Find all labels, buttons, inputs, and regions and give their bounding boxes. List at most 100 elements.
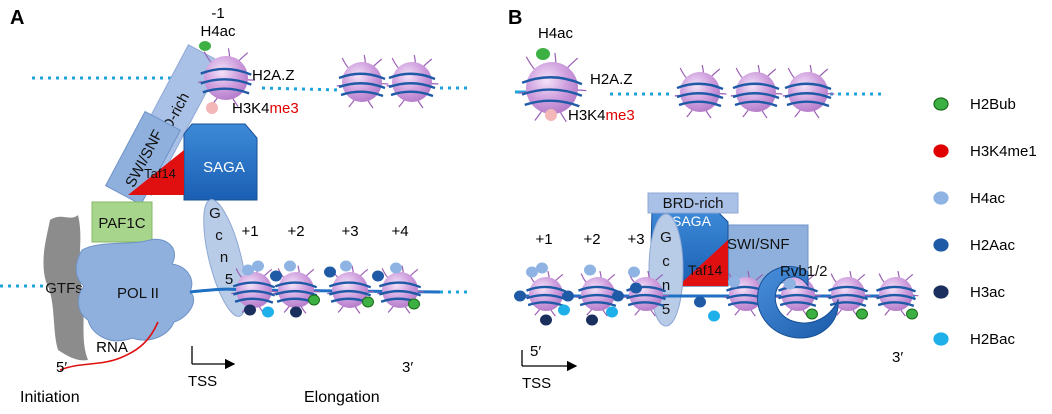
h3k4me3-mark-a xyxy=(206,102,218,114)
nucleosome-downstream-a-2 xyxy=(386,54,439,109)
elongation-label: Elongation xyxy=(304,389,380,406)
saga-label-a: SAGA xyxy=(203,159,245,176)
gene-nucleosome-b-6 xyxy=(826,270,871,317)
histone-mark xyxy=(562,290,574,302)
dna-wrap xyxy=(828,285,869,293)
gtfs-complex xyxy=(43,215,88,361)
five-prime-label-a: 5′ xyxy=(56,359,67,376)
histone-mark xyxy=(630,282,642,294)
dna-wrap xyxy=(274,289,318,297)
dna-wrap xyxy=(579,301,617,308)
dna-wrap xyxy=(328,281,372,289)
dna-wrap xyxy=(626,285,667,293)
dna-wrap xyxy=(779,301,817,308)
nucleosome-downstream-b-1 xyxy=(674,64,727,119)
histone-core xyxy=(680,72,720,112)
histone-mark xyxy=(628,266,640,278)
tss-label-a: TSS xyxy=(188,373,217,390)
histone-mark xyxy=(408,298,420,310)
histone-mark xyxy=(262,306,274,318)
dna-wrap xyxy=(877,301,915,308)
histone-mark xyxy=(784,278,796,290)
histone-mark xyxy=(244,304,256,316)
position-label-a: +1 xyxy=(241,223,258,240)
svg-text:G: G xyxy=(209,205,221,222)
gene-nucleosome-b-2 xyxy=(576,270,621,317)
dna-wrap xyxy=(676,92,724,100)
h2az-label-a: H2A.Z xyxy=(252,67,295,84)
histone-mark xyxy=(586,314,598,326)
dna-wrap xyxy=(786,100,830,108)
histone-mark xyxy=(390,262,402,274)
h3k4me3-label-a: H3K4me3 xyxy=(232,100,299,117)
gene-nucleosome-a-2 xyxy=(273,265,320,314)
h4ac-mark-b xyxy=(536,48,550,60)
dna-wrap xyxy=(732,92,780,100)
histone-mark xyxy=(906,308,918,320)
dna-wrap xyxy=(778,285,819,293)
histone-core xyxy=(392,62,432,102)
three-prime-label-b: 3′ xyxy=(892,349,903,366)
legend-label: H2Bac xyxy=(970,331,1016,348)
histone-mark xyxy=(284,260,296,272)
panel-a: A BRD-rich SWI/SNF -1 H4ac H2A.Z H3K4me3… xyxy=(0,5,470,406)
legend-item: H3ac xyxy=(933,284,1006,301)
dna-wrap xyxy=(784,92,832,100)
legend-item: H3K4me1 xyxy=(933,143,1037,160)
three-prime-label-a: 3′ xyxy=(402,359,413,376)
position-label-a: +4 xyxy=(391,223,408,240)
dna-wrap xyxy=(876,293,916,301)
dna-wrap xyxy=(388,82,436,90)
legend-item: H2Bub xyxy=(933,96,1016,113)
histone-mark xyxy=(270,270,282,282)
histone-mark xyxy=(536,262,548,274)
svg-text:c: c xyxy=(215,227,223,244)
svg-text:n: n xyxy=(662,277,670,294)
nucleosome-downstream-b-3 xyxy=(782,64,835,119)
histone-mark xyxy=(324,266,336,278)
taf14-domain-a xyxy=(128,150,184,195)
dna-wrap xyxy=(676,82,724,91)
position-label-b: +3 xyxy=(627,231,644,248)
dna-wrap xyxy=(524,99,580,108)
histone-core xyxy=(204,56,248,100)
tss-label-b: TSS xyxy=(522,375,551,392)
taf14-label-a: Taf14 xyxy=(144,166,176,181)
histone-core xyxy=(788,72,828,112)
h3k4me3-label-b: H3K4me3 xyxy=(568,107,635,124)
legend-item: H4ac xyxy=(933,190,1006,207)
dna-wrap xyxy=(627,301,665,308)
rna-label: RNA xyxy=(96,339,128,356)
dna-wrap xyxy=(338,82,386,90)
dna-wrap xyxy=(340,90,384,98)
dna-wrap xyxy=(388,72,436,81)
gene-nucleosome-b-1 xyxy=(524,270,569,317)
gtfs-label: GTFs xyxy=(45,280,83,297)
h4ac-label-b: H4ac xyxy=(538,25,574,42)
nucleosome-positions-a: +1+2+3+4 xyxy=(241,223,408,240)
dna-wrap xyxy=(829,301,867,308)
gene-nucleosome-a-1 xyxy=(231,265,278,314)
minus-one-label: -1 xyxy=(211,5,224,22)
dna-wrap xyxy=(338,72,386,81)
dna-wrap xyxy=(234,297,274,304)
dna-wrap xyxy=(232,289,276,297)
dna-wrap xyxy=(876,285,917,293)
histone-mark xyxy=(340,260,352,272)
rna-transcript xyxy=(59,321,159,371)
dna-wrap xyxy=(521,88,583,97)
histone-mark xyxy=(856,308,868,320)
panel-b-letter: B xyxy=(508,7,522,29)
rvb-ring xyxy=(757,266,839,339)
legend-swatch xyxy=(933,285,949,299)
svg-text:5: 5 xyxy=(662,301,670,318)
histone-mark xyxy=(290,306,302,318)
h4ac-mark-a xyxy=(199,41,211,51)
h2az-label-b: H2A.Z xyxy=(590,71,633,88)
legend-label: H4ac xyxy=(970,190,1006,207)
legend-label: H2Aac xyxy=(970,237,1016,254)
histone-mark xyxy=(708,310,720,322)
dna-wrap xyxy=(232,281,276,289)
histone-mark xyxy=(694,296,706,308)
